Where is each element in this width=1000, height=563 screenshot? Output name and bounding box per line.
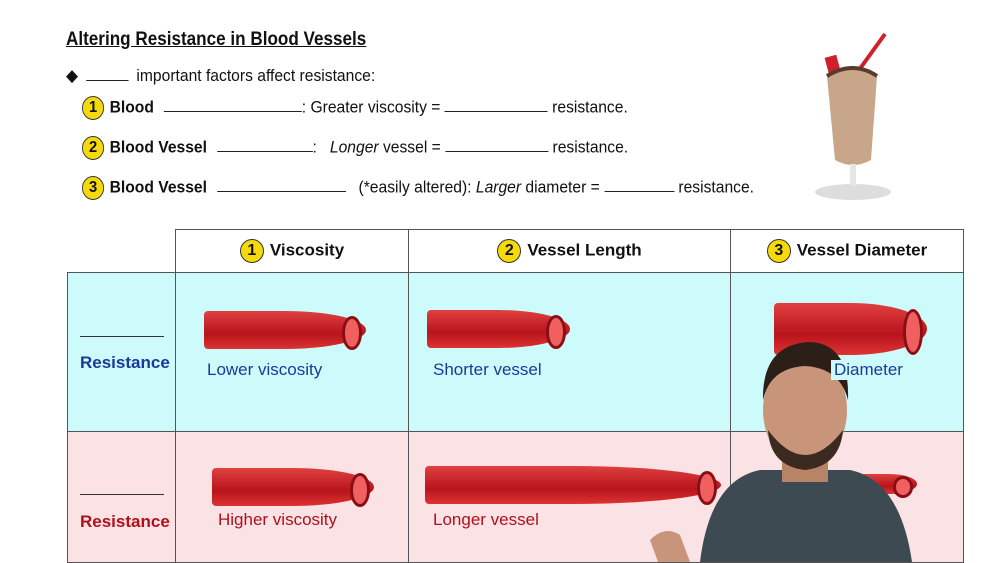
vessel-image: [861, 474, 917, 498]
row-label: Resistance: [80, 512, 170, 531]
header-label: Vessel Length: [527, 240, 642, 260]
row-label-cell: Resistance: [67, 272, 176, 432]
cell-caption: Diameter: [831, 360, 906, 380]
factor-note: (*easily altered):: [358, 177, 472, 197]
vessel-image: [425, 466, 721, 506]
cell-caption: Longer vessel: [433, 510, 539, 529]
factor-italic: Larger: [475, 177, 522, 197]
number-badge: 1: [239, 239, 264, 263]
row-label-cell: Resistance: [67, 431, 176, 563]
factor-italic: Longer: [329, 137, 379, 157]
intro-line: ◆ important factors affect resistance:: [66, 66, 375, 86]
factor-label: Blood: [109, 97, 154, 117]
intro-text: important factors affect resistance:: [136, 66, 376, 85]
number-badge: 2: [497, 239, 522, 263]
milkshake-image: [815, 32, 891, 200]
factor-end: resistance.: [552, 97, 628, 117]
blank: [86, 67, 129, 81]
blank: [163, 98, 302, 113]
presenter-video: [650, 342, 912, 562]
vessel-image: [774, 303, 927, 355]
blank: [216, 178, 346, 193]
number-badge: 3: [766, 239, 791, 263]
blank: [604, 178, 675, 193]
corner-cell: [67, 229, 176, 273]
cell-caption: Higher viscosity: [218, 510, 338, 529]
factor-text: vessel =: [378, 137, 441, 157]
number-badge: 2: [82, 136, 105, 160]
cell-caption: Lower viscosity: [207, 360, 323, 379]
blank: [216, 138, 313, 153]
cell: Higher viscosity: [175, 431, 409, 563]
factor-label: Blood Vessel: [109, 137, 207, 157]
factor-end: resistance.: [552, 137, 629, 157]
page-title: Altering Resistance in Blood Vessels: [66, 29, 367, 50]
number-badge: 3: [82, 176, 105, 200]
vessel-image: [427, 310, 570, 350]
factor-label: Blood Vessel: [109, 177, 207, 197]
header-label: Viscosity: [269, 240, 345, 260]
header-label: Vessel Diameter: [796, 240, 928, 260]
row-label: Resistance: [80, 353, 170, 372]
factor-end: resistance.: [678, 177, 755, 197]
blank: [80, 494, 164, 495]
factor-text: diameter =: [521, 177, 600, 197]
number-badge: 1: [82, 96, 105, 120]
blank: [444, 98, 548, 113]
vessel-image: [204, 311, 366, 351]
vessel-image: [212, 468, 374, 508]
factor-text: : Greater viscosity =: [301, 97, 441, 117]
bullet-diamond-icon: ◆: [66, 66, 79, 85]
blank: [445, 138, 549, 153]
cell-caption: Shorter vessel: [433, 360, 542, 379]
cell: Lower viscosity: [175, 272, 409, 432]
blank: [80, 336, 164, 337]
